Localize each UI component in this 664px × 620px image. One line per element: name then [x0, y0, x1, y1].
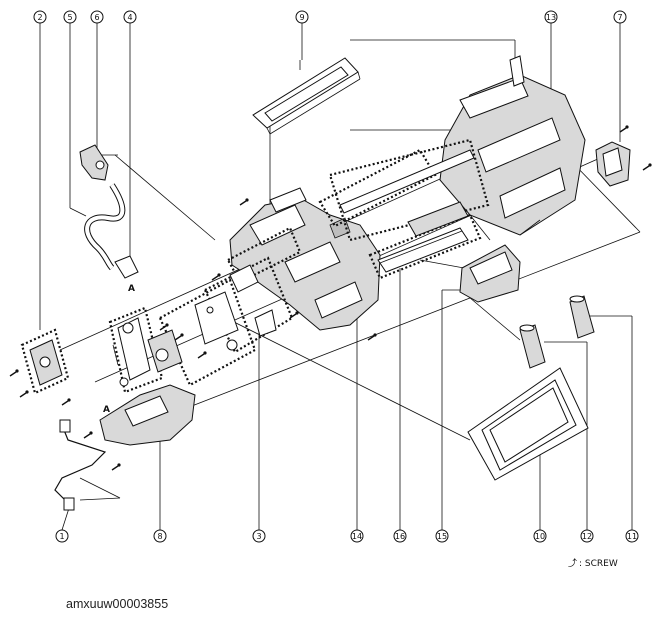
part-7-bracket [595, 141, 631, 187]
screws [9, 125, 652, 471]
svg-text:10: 10 [535, 532, 545, 541]
screw-icon [19, 390, 29, 398]
exploded-parts-diagram: 2 5 6 4 9 13 7 1 8 [9, 10, 652, 543]
screw-legend: ⤴: SCREW [568, 556, 618, 569]
callout-5: 5 [63, 10, 87, 217]
link-levers-and-gears [112, 264, 277, 387]
callout-6: 6 [90, 10, 104, 148]
callout-15: 15 [435, 289, 462, 543]
screw-icon [211, 273, 221, 281]
svg-text:2: 2 [37, 13, 42, 22]
svg-text:12: 12 [582, 532, 592, 541]
long-shaft [339, 149, 475, 214]
part-9-frame [252, 57, 361, 135]
image-code: amxuuw00003855 [66, 597, 169, 611]
svg-text:5: 5 [67, 13, 72, 22]
callout-16: 16 [393, 268, 407, 543]
svg-text:A: A [103, 405, 110, 415]
callout-8: 8 [153, 430, 167, 543]
svg-text:6: 6 [94, 13, 99, 22]
screw-icon [111, 463, 121, 471]
svg-text:3: 3 [256, 532, 261, 541]
screw-icon [83, 431, 93, 439]
main-heater-case [229, 187, 381, 331]
screw-icon: ⤴ [568, 559, 578, 569]
part-2-actuator [29, 339, 63, 386]
callout-10: 10 [533, 452, 547, 543]
screw-icon [61, 398, 71, 406]
svg-text:16: 16 [395, 532, 405, 541]
callout-12: 12 [544, 341, 594, 543]
callout-13: 13 [544, 10, 558, 100]
part-16-heater-core [377, 201, 469, 273]
part-15-duct [459, 244, 521, 303]
screw-icon [174, 333, 184, 341]
part-8-lower-housing: A [99, 384, 196, 446]
screw-icon [239, 198, 249, 206]
part-12-pad [519, 324, 546, 369]
callout-4: 4 [123, 10, 137, 262]
screw-icon [9, 369, 19, 377]
svg-text:11: 11 [627, 532, 637, 541]
part-6-sensor [79, 144, 109, 181]
screw-icon [367, 333, 377, 341]
screw-icon [159, 323, 169, 331]
svg-text:9: 9 [299, 13, 304, 22]
callout-11: 11 [590, 315, 639, 543]
svg-text:13: 13 [546, 13, 556, 22]
part-4-clip: A [114, 255, 139, 294]
screw-icon [642, 163, 652, 171]
screw-icon [197, 351, 207, 359]
svg-text:1: 1 [59, 532, 64, 541]
part-10-frame [467, 367, 589, 481]
callout-9: 9 [295, 10, 309, 60]
part-1-harness [54, 419, 121, 511]
callout-14: 14 [350, 318, 364, 543]
svg-text:7: 7 [617, 13, 622, 22]
callout-7: 7 [613, 10, 627, 142]
svg-text:14: 14 [352, 532, 362, 541]
callout-3: 3 [252, 330, 266, 543]
part-11-pad [569, 295, 595, 339]
screw-icon [289, 311, 299, 319]
screw-legend-text: : SCREW [579, 559, 618, 569]
callout-1: 1 [55, 504, 71, 543]
part-5-hose [84, 183, 126, 271]
svg-text:4: 4 [127, 13, 132, 22]
callout-2: 2 [33, 10, 47, 330]
svg-text:8: 8 [157, 532, 162, 541]
svg-text:A: A [128, 284, 135, 294]
screw-icon [619, 125, 629, 133]
svg-text:15: 15 [437, 532, 447, 541]
part-13-upper-case [439, 55, 586, 241]
